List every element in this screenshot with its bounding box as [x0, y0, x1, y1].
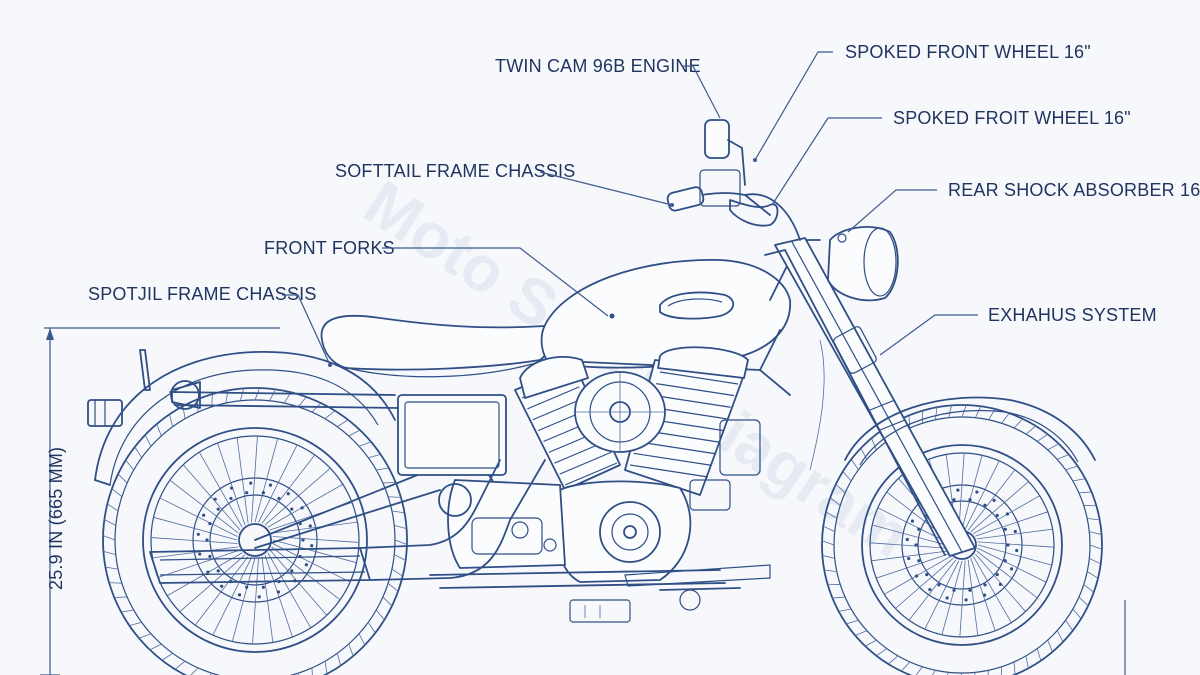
callout-spotil: SPOTJIL FRAME CHASSIS — [88, 284, 332, 367]
callout-engine: TWIN CAM 96B ENGINE — [495, 56, 721, 119]
label-front-wheel-2: SPOKED FROIT WHEEL 16" — [893, 108, 1131, 128]
label-engine: TWIN CAM 96B ENGINE — [495, 56, 701, 76]
dimension-height: 25.9 IN (665 MM) — [40, 327, 1126, 675]
engine — [438, 346, 761, 583]
label-front-wheel-1: SPOKED FRONT WHEEL 16" — [845, 42, 1091, 62]
rear-fender — [87, 349, 396, 486]
callout-softail: SOFTTAIL FRAME CHASSIS — [335, 161, 674, 207]
side-cover — [397, 394, 507, 476]
front-fender — [844, 396, 1096, 466]
callout-wheel-2: SPOKED FROIT WHEEL 16" — [771, 108, 1131, 206]
callout-shock: REAR SHOCK ABSORBER 16" — [847, 180, 1200, 233]
label-rear-shock: REAR SHOCK ABSORBER 16" — [948, 180, 1200, 200]
rear-wheel — [102, 387, 408, 675]
callout-exhaust: EXHAHUS SYSTEM — [879, 305, 1157, 356]
callout-forks: FRONT FORKS — [264, 238, 609, 317]
label-exhaust: EXHAHUS SYSTEM — [988, 305, 1157, 325]
label-front-forks: FRONT FORKS — [264, 238, 395, 258]
label-spotil-frame: SPOTJIL FRAME CHASSIS — [88, 284, 317, 304]
headlight — [827, 226, 899, 302]
callout-wheel-1: SPOKED FRONT WHEEL 16" — [753, 42, 1091, 162]
front-wheel — [821, 404, 1103, 675]
label-softail-frame: SOFTTAIL FRAME CHASSIS — [335, 161, 575, 181]
exhaust-system — [149, 459, 771, 623]
height-label: 25.9 IN (665 MM) — [46, 447, 66, 590]
handlebars — [666, 119, 801, 241]
front-forks — [764, 237, 976, 557]
